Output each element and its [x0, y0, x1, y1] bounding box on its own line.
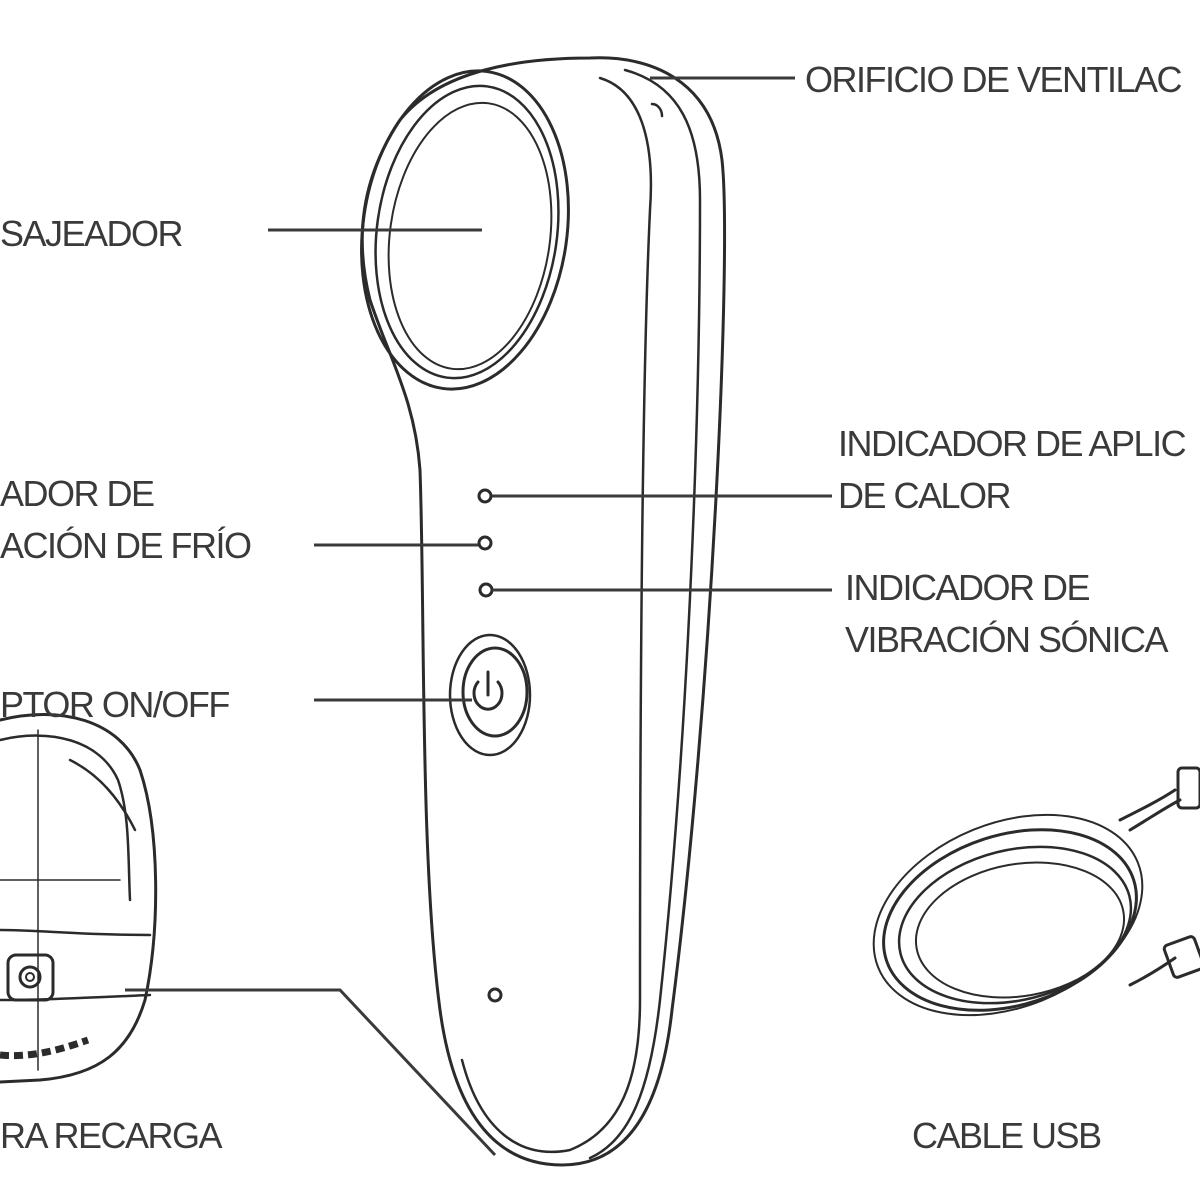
sonic-indicator-light	[478, 582, 494, 598]
heat-indicator-light	[477, 488, 493, 504]
label-massager: SAJEADOR	[0, 213, 183, 254]
label-cold-line1: ADOR DE	[0, 473, 154, 514]
cold-indicator-light	[477, 535, 493, 551]
power-button-housing	[448, 633, 532, 757]
label-heat-line2: DE CALOR	[838, 475, 1011, 516]
power-button	[461, 646, 529, 738]
device-front-seam	[460, 76, 653, 1154]
label-vent: ORIFICIO DE VENTILAC	[805, 59, 1182, 100]
usb-cable-icon	[872, 766, 1200, 1017]
label-switch: PTOR ON/OFF	[0, 684, 229, 725]
power-icon	[472, 670, 504, 711]
label-sonic-line2: VIBRACIÓN SÓNICA	[845, 619, 1169, 660]
label-charge: RA RECARGA	[0, 1115, 223, 1156]
leader-lines	[125, 76, 832, 1157]
labels: ORIFICIO DE VENTILAC SAJEADOR ADOR DE AC…	[0, 59, 1187, 1156]
massager-device	[360, 56, 727, 1167]
label-cold-line2: ACIÓN DE FRÍO	[0, 525, 251, 566]
device-body-outline	[360, 56, 727, 1167]
charging-base-icon	[0, 713, 158, 1084]
label-heat-line1: INDICADOR DE APLIC	[838, 423, 1186, 464]
massage-head-inner-ring	[374, 84, 560, 380]
label-sonic-line1: INDICADOR DE	[845, 567, 1090, 608]
leader-charge	[125, 988, 497, 1157]
massage-head-plate	[387, 101, 553, 371]
label-usb: CABLE USB	[912, 1115, 1101, 1156]
massage-head-outer-ring	[360, 69, 570, 391]
vent-hole	[650, 102, 664, 118]
charging-contact	[487, 987, 503, 1003]
device-side-seam	[588, 68, 702, 1160]
